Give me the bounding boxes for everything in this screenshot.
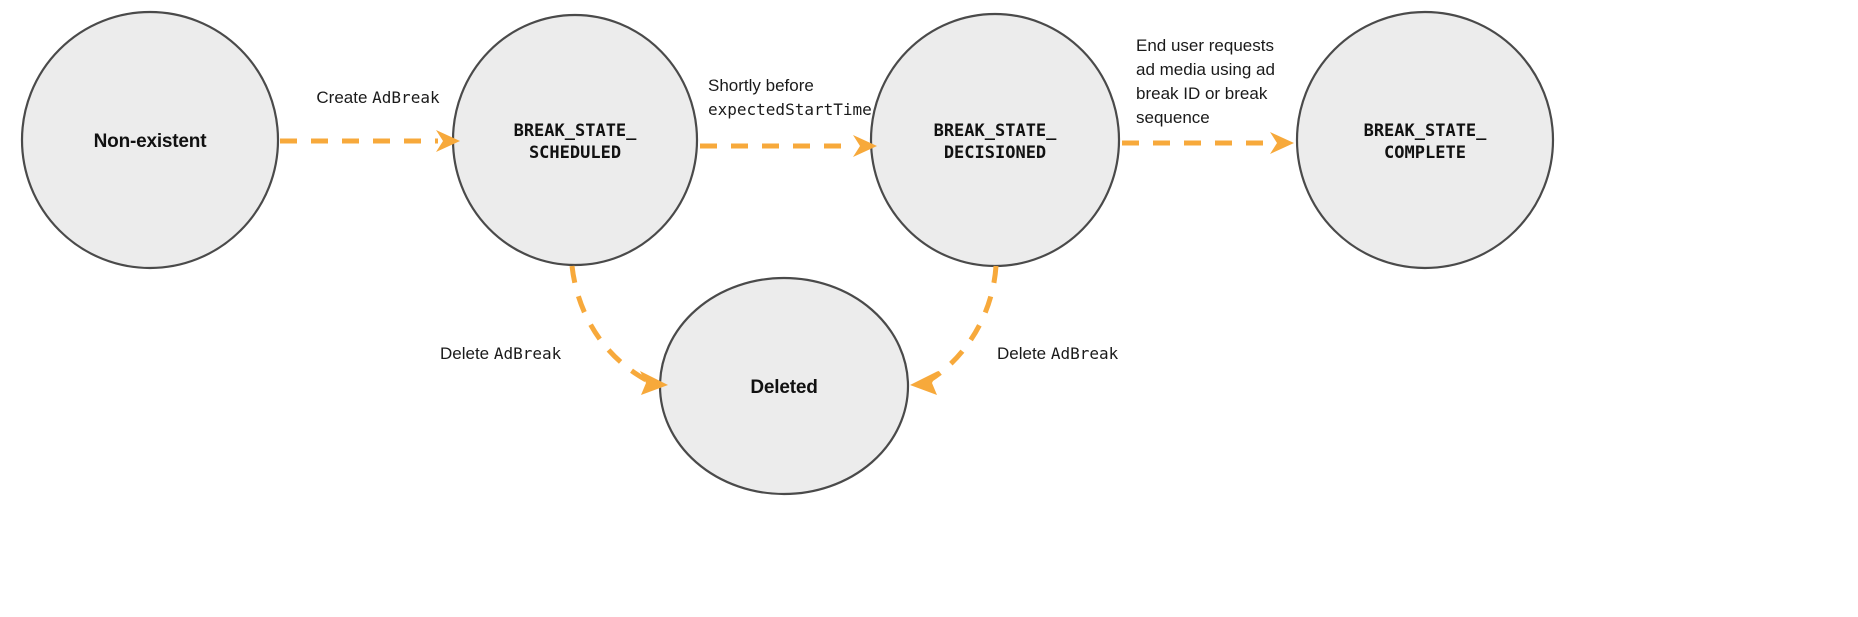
- arrow-head-icon: [1270, 132, 1294, 154]
- edge-label-enduser-line3: break ID or break: [1136, 84, 1268, 104]
- node-non-existent[interactable]: [20, 10, 280, 270]
- edge-label-end-user-requests: End user requests ad media using ad brea…: [1136, 34, 1336, 131]
- edge-label-enduser-line4: sequence: [1136, 108, 1210, 128]
- edge-label-enduser-line1: End user requests: [1136, 36, 1274, 55]
- edge-label-create-adbreak: Create AdBreak: [283, 86, 473, 110]
- edge-create-adbreak[interactable]: [280, 130, 460, 152]
- arrow-head-icon: [910, 371, 938, 395]
- node-break-state-complete[interactable]: [1295, 10, 1555, 270]
- edge-label-delete-adbreak-right: Delete AdBreak: [997, 342, 1197, 366]
- arrow-head-icon: [640, 371, 668, 395]
- edge-label-enduser-line2: ad media using ad: [1136, 60, 1275, 80]
- arrow-head-icon: [853, 135, 877, 157]
- edge-label-create-prefix: Create: [316, 88, 373, 107]
- node-break-state-scheduled[interactable]: [451, 13, 699, 267]
- edge-label-delete-right-code: AdBreak: [1050, 344, 1119, 363]
- edge-label-delete-left-code: AdBreak: [493, 344, 562, 363]
- edge-delete-adbreak-from-scheduled[interactable]: [569, 265, 668, 395]
- node-break-state-decisioned[interactable]: [869, 12, 1121, 268]
- edge-label-delete-right-prefix: Delete: [997, 344, 1051, 363]
- edge-label-shortly-before: Shortly before expectedStartTime: [708, 74, 928, 122]
- edge-label-delete-adbreak-left: Delete AdBreak: [440, 342, 640, 366]
- edge-end-user-requests-ad-media[interactable]: [1122, 132, 1294, 154]
- edge-label-create-code: AdBreak: [372, 88, 440, 107]
- edge-label-shortly-code: expectedStartTime: [708, 100, 872, 120]
- edge-delete-adbreak-from-decisioned[interactable]: [910, 265, 999, 395]
- arrow-head-icon: [436, 130, 460, 152]
- edge-label-shortly-line1: Shortly before: [708, 76, 814, 95]
- edge-shortly-before-expected-start-time[interactable]: [700, 135, 877, 157]
- node-deleted[interactable]: [658, 276, 910, 496]
- edge-label-delete-left-prefix: Delete: [440, 344, 494, 363]
